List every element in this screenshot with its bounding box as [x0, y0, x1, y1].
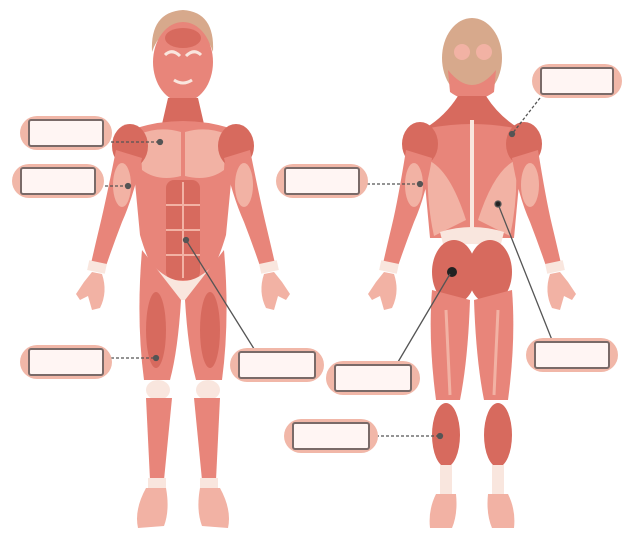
- leader-dot-back-shoulder: [510, 132, 515, 137]
- back-achilles-left: [440, 465, 452, 495]
- label-back-calf: [284, 419, 378, 453]
- label-input-front-chest[interactable]: [28, 119, 104, 147]
- back-head-patch-left: [454, 44, 470, 60]
- back-foot-right: [488, 494, 515, 528]
- front-ankle-right: [200, 478, 218, 488]
- back-calf-right: [484, 403, 512, 467]
- label-front-abdomen: [230, 348, 324, 382]
- front-quad-right: [200, 292, 220, 368]
- front-arm-right: [224, 150, 276, 272]
- back-calf-left: [432, 403, 460, 467]
- front-figure: [76, 10, 290, 528]
- front-knee-left: [146, 380, 170, 400]
- label-back-latissimus: [526, 338, 618, 372]
- leader-dot-back-triceps: [418, 182, 423, 187]
- label-input-back-gluteus[interactable]: [334, 364, 412, 392]
- leader-dot-front-abdomen: [184, 238, 189, 243]
- label-back-triceps: [276, 164, 368, 198]
- back-arm-right: [512, 150, 562, 272]
- front-biceps-right: [235, 163, 253, 207]
- label-front-biceps: [12, 164, 104, 198]
- back-arm-left: [382, 150, 432, 272]
- label-back-shoulder: [532, 64, 622, 98]
- front-neck: [162, 98, 204, 124]
- label-input-front-biceps[interactable]: [20, 167, 96, 195]
- label-back-gluteus: [326, 361, 420, 395]
- label-input-back-latissimus[interactable]: [534, 341, 610, 369]
- label-input-front-abdomen[interactable]: [238, 351, 316, 379]
- back-hand-left: [368, 272, 397, 310]
- front-foot-left: [137, 488, 168, 528]
- leader-dot-front-biceps: [126, 184, 131, 189]
- front-knee-right: [196, 380, 220, 400]
- label-input-back-shoulder[interactable]: [540, 67, 614, 95]
- front-foot-right: [198, 488, 229, 528]
- label-input-back-triceps[interactable]: [284, 167, 360, 195]
- leader-dot-back-latissimus: [495, 201, 501, 207]
- back-head-patch-right: [476, 44, 492, 60]
- front-shin-left: [146, 398, 172, 480]
- back-achilles-right: [492, 465, 504, 495]
- leader-dot-front-chest: [158, 140, 163, 145]
- front-hand-left: [76, 272, 105, 310]
- front-ankle-left: [148, 478, 166, 488]
- back-foot-left: [430, 494, 457, 528]
- label-input-back-calf[interactable]: [292, 422, 370, 450]
- label-input-front-thigh[interactable]: [28, 348, 104, 376]
- label-front-thigh: [20, 345, 112, 379]
- leader-dot-front-thigh: [154, 356, 159, 361]
- back-hand-right: [547, 272, 576, 310]
- back-triceps-right: [521, 163, 539, 207]
- front-shin-right: [194, 398, 220, 480]
- leader-dot-back-calf: [438, 434, 443, 439]
- front-hand-right: [261, 272, 290, 310]
- front-forehead: [165, 28, 201, 48]
- label-front-chest: [20, 116, 112, 150]
